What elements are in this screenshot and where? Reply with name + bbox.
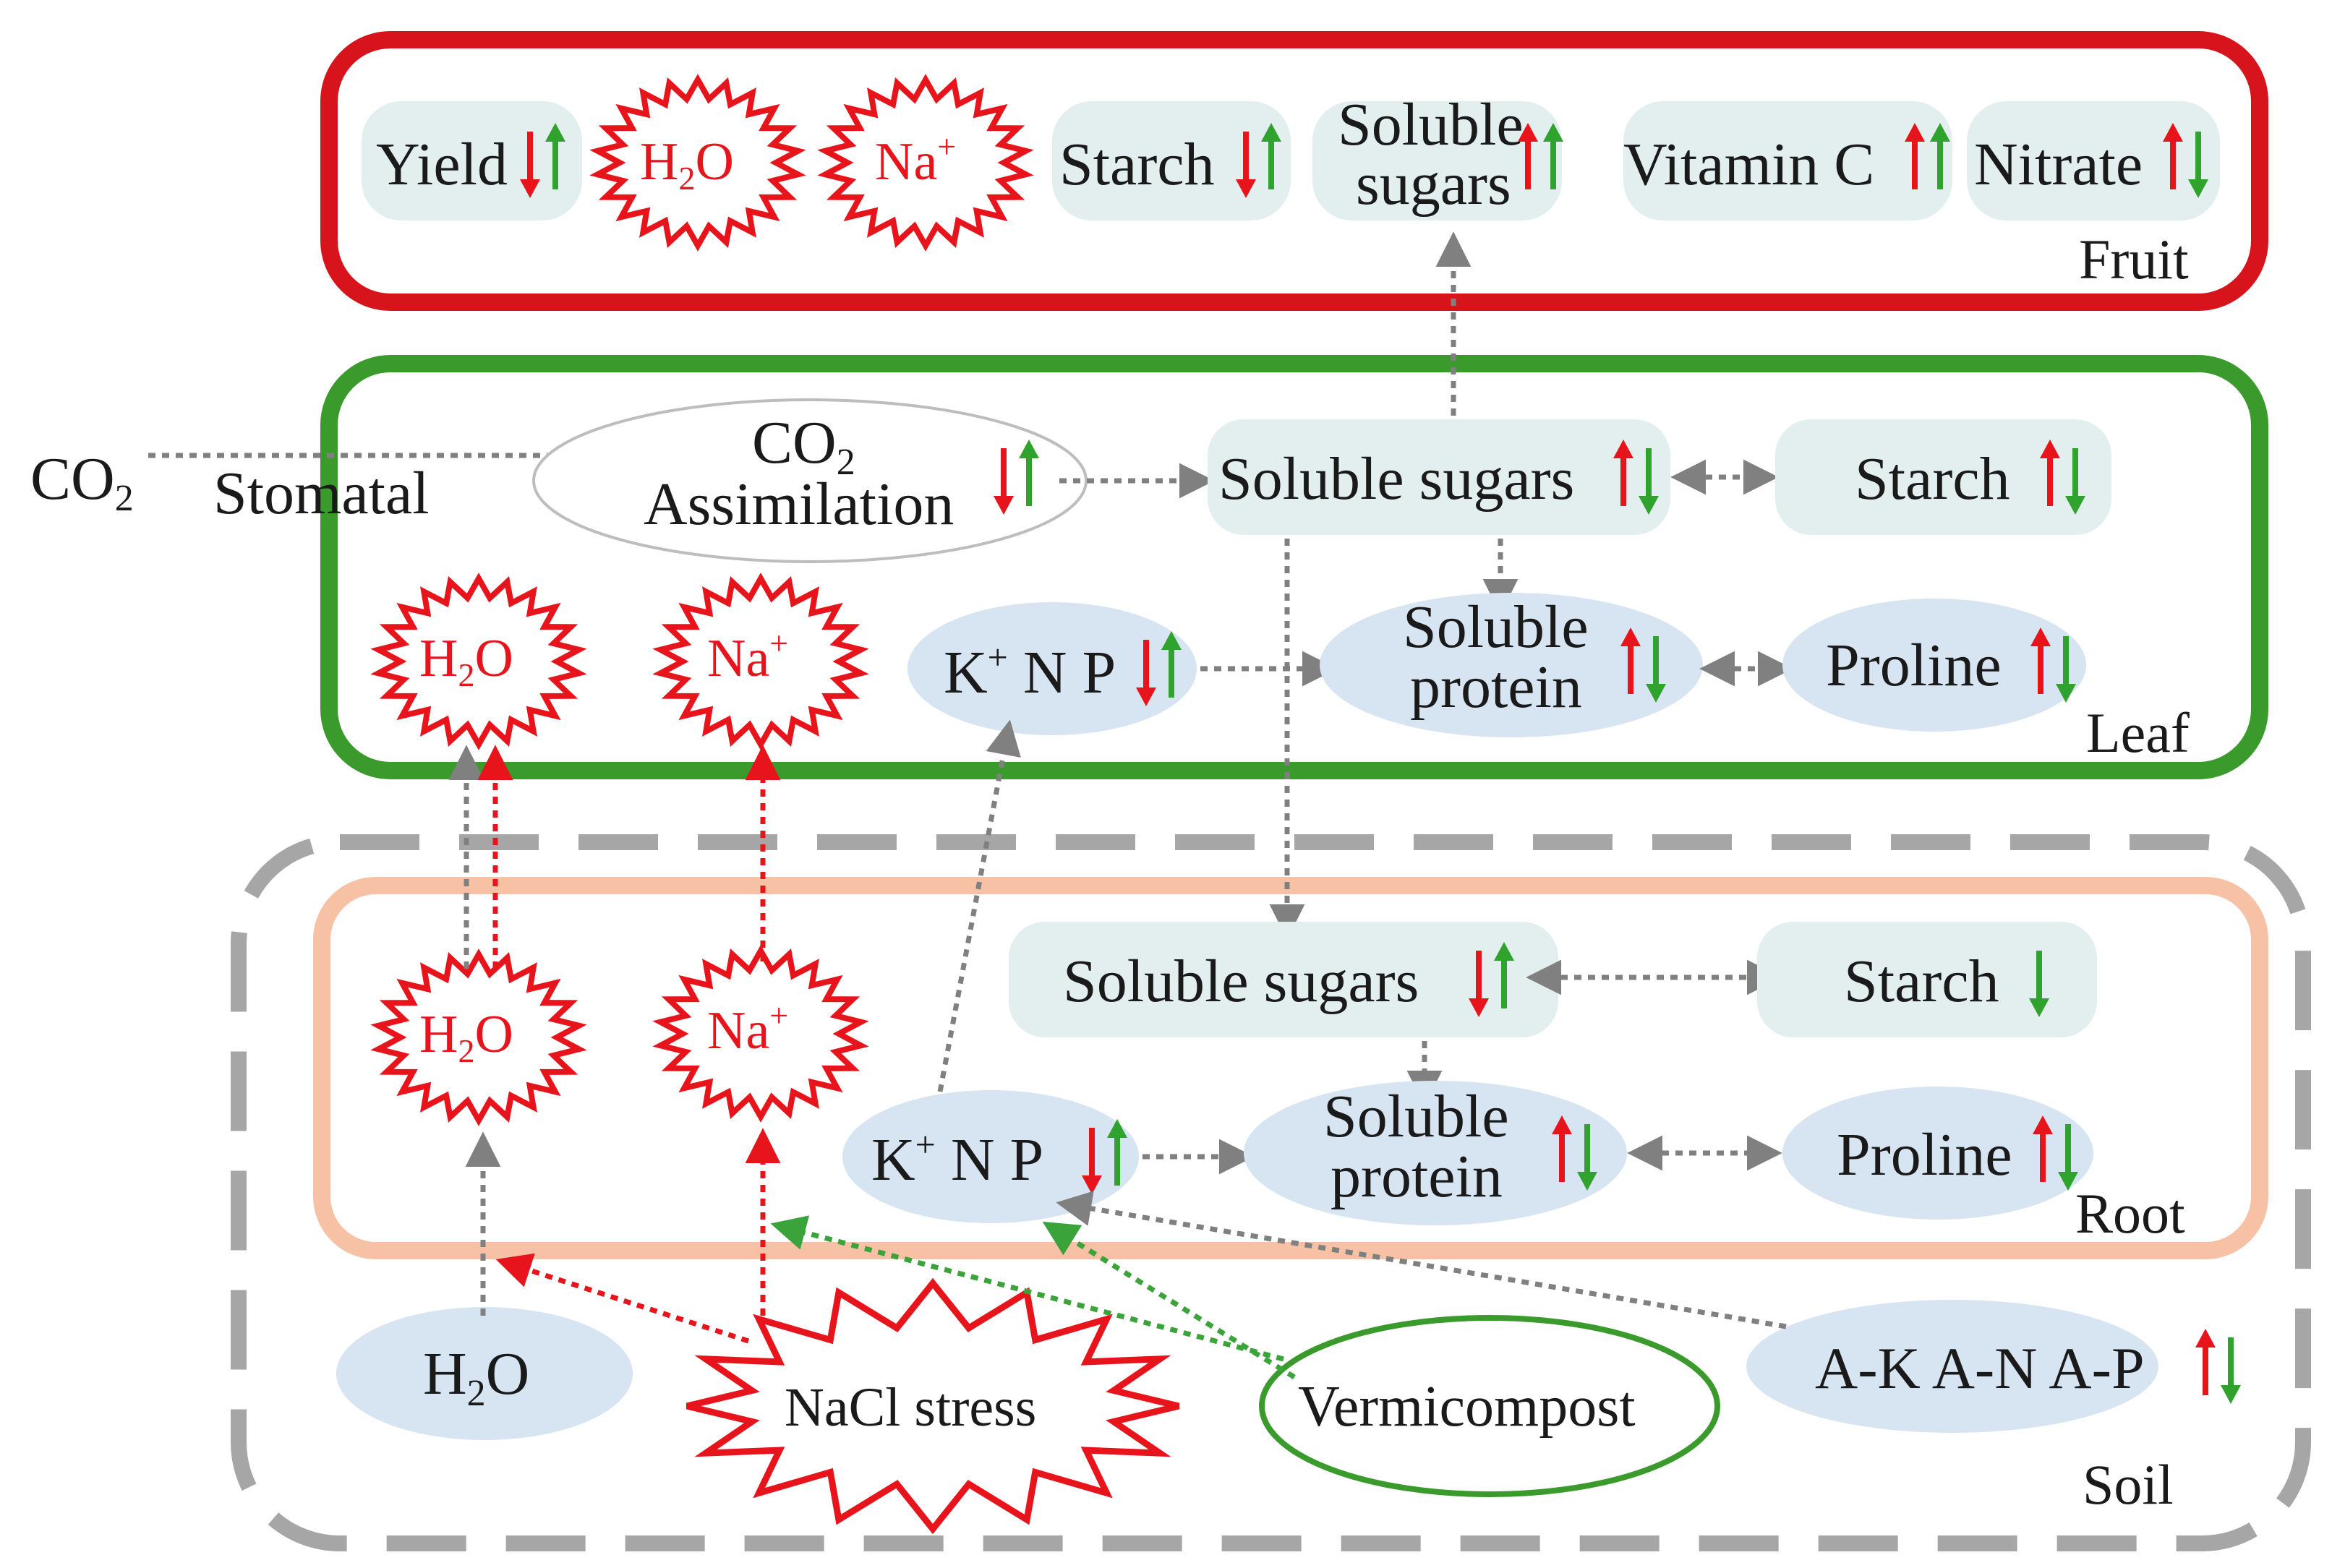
fruit-nitrate-node: Nitrate [1967,101,2220,220]
vermicompost-to-root-knp-arrow [1042,1221,1296,1379]
soil-available-nutrients-node: A-K A-N A-P [1746,1300,2241,1433]
leaf-na-burst: Na+ [652,573,869,750]
fruit-soluble-line1: Soluble [1338,91,1524,158]
root-knp-label: K+ N P [871,1124,1043,1194]
stomatal-label: Stomatal [213,460,430,527]
co2-input-label: CO2 [30,445,134,519]
root-proline-label: Proline [1837,1121,2012,1188]
fruit-h2o-burst: H2O [589,74,806,252]
leaf-proline-node: Proline [1782,599,2086,732]
leaf-starch-label: Starch [1855,445,2010,513]
root-h2o-burst: H2O [370,948,587,1126]
fruit-panel-label: Fruit [2079,228,2189,291]
leaf-soluble-sugars-node: Soluble sugars [1208,419,1670,535]
co2-assimilation-line2: Assimilation [644,471,954,538]
root-na-burst: Na+ [652,945,869,1123]
soil-available-nutrients-label: A-K A-N A-P [1815,1335,2145,1401]
root-soluble-protein-node: Soluble protein [1244,1081,1627,1225]
down-arrow-green [2221,1337,2241,1404]
vermicompost-label: Vermicompost [1298,1375,1636,1439]
root-starch-node: Starch [1757,922,2097,1037]
root-knp-node: K+ N P [842,1090,1139,1223]
soil-h2o-node: H2O [336,1307,633,1440]
leaf-panel-label: Leaf [2086,701,2190,764]
fruit-vitamin-c-label: Vitamin C [1623,131,1874,198]
root-soluble-protein-line2: protein [1331,1143,1503,1210]
fruit-na-burst: Na+ [817,74,1034,252]
leaf-starch-node: Starch [1775,419,2111,535]
fruit-starch-label: Starch [1059,131,1215,198]
root-na-label: Na+ [707,997,788,1061]
soil-nutrients-to-root-knp-arrow [1056,1191,1787,1329]
leaf-panel-frame [320,355,2268,779]
soil-h2o-label: H2O [423,1340,529,1414]
co2-assimilation-node: CO2 Assimilation [532,398,1088,563]
root-panel-frame [313,877,2268,1259]
leaf-soluble-protein-line1: Soluble [1403,594,1589,661]
soil-panel-label: Soil [2083,1453,2174,1516]
leaf-proline-label: Proline [1826,632,2002,699]
nacl-to-root-h2o-arrow [495,1253,750,1344]
fruit-starch-node: Starch [1052,101,1291,220]
leaf-soluble-sugars-label: Soluble sugars [1218,445,1574,513]
fruit-yield-label: Yield [376,131,508,198]
root-panel-label: Root [2075,1182,2185,1245]
root-starch-label: Starch [1844,948,1999,1015]
vermicompost-to-root-na-arrow [770,1215,1284,1362]
root-soluble-sugars-node: Soluble sugars [1009,922,1558,1037]
co2-assimilation-line1: CO2 [752,409,855,483]
fruit-h2o-label: H2O [640,132,734,197]
vermicompost-node: Vermicompost [1259,1315,1720,1497]
soil-panel-frame [231,834,2311,1551]
root-h2o-label: H2O [419,1005,513,1069]
fruit-nitrate-label: Nitrate [1974,131,2143,198]
fruit-panel-frame [320,31,2268,311]
leaf-knp-label: K+ N P [944,637,1116,706]
fruit-soluble-line2: sugars [1356,150,1511,218]
leaf-h2o-label: H2O [419,629,513,693]
leaf-soluble-protein-node: Soluble protein [1320,593,1703,737]
up-arrow-red [2195,1329,2216,1395]
fruit-na-label: Na+ [875,128,956,192]
leaf-soluble-protein-line2: protein [1410,654,1582,721]
leaf-h2o-burst: H2O [370,573,587,750]
root-soluble-protein-line1: Soluble [1323,1083,1509,1150]
nacl-stress-burst: NaCl stress [685,1277,1180,1535]
leaf-na-label: Na+ [707,625,788,688]
root-soluble-sugars-label: Soluble sugars [1063,948,1419,1015]
leaf-knp-node: K+ N P [907,602,1197,735]
fruit-vitamin-c-node: Vitamin C [1623,101,1952,220]
fruit-soluble-sugars-node: Soluble sugars [1312,91,1563,220]
fruit-yield-node: Yield [362,101,582,220]
nacl-stress-label: NaCl stress [785,1377,1036,1438]
root-proline-node: Proline [1782,1087,2093,1220]
root-knp-to-leaf-knp-arrow [937,719,1021,1092]
